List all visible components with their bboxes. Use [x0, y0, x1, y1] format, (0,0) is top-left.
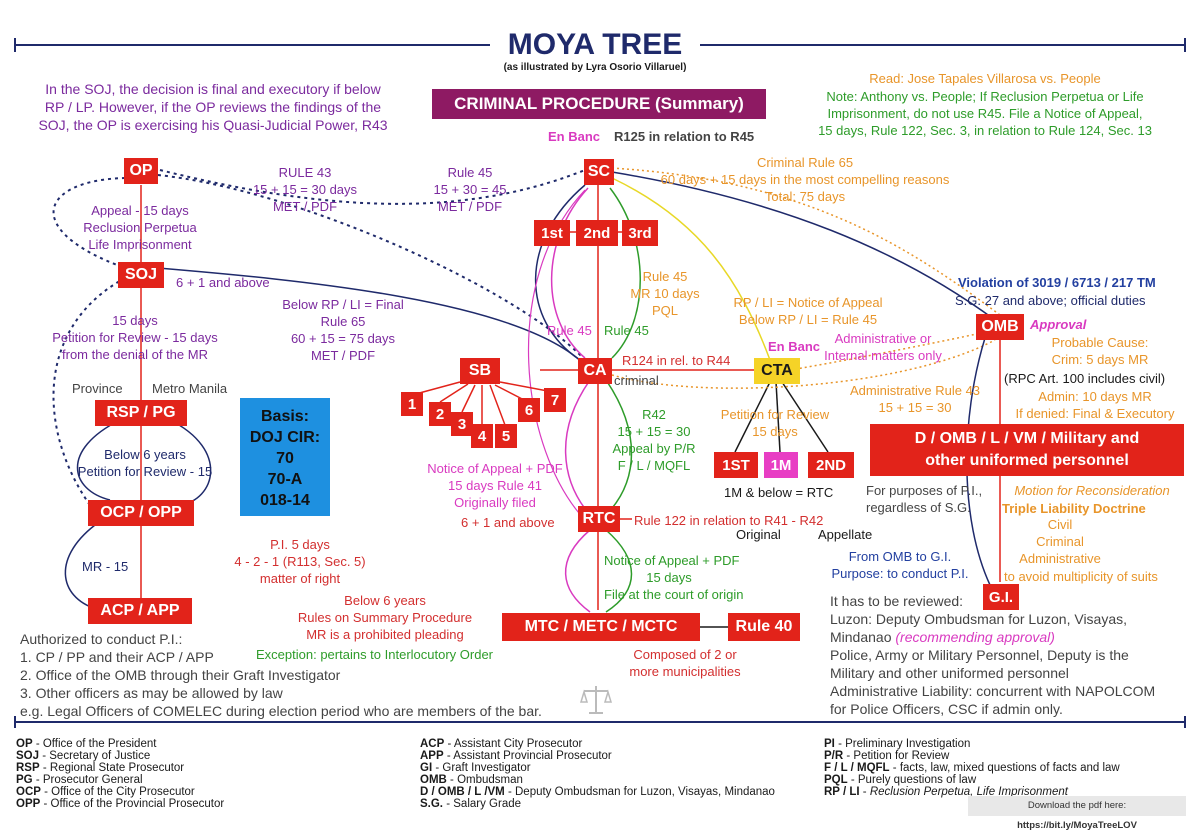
en-banc-cta-label: En Banc [768, 339, 821, 354]
one-m-below-note: 1M & below = RTC [724, 485, 834, 500]
download-banner: Download the pdf here: https://bit.ly/Mo… [968, 796, 1186, 831]
node-cta-1m: 1M [764, 452, 798, 478]
multiplicity-note: to avoid multiplicity of suits [1004, 569, 1158, 584]
download-link[interactable]: https://bit.ly/MoyaTreeLOV [1017, 820, 1137, 831]
sg27-note: S.G. 27 and above; official duties [955, 293, 1146, 308]
read-note: Read: Jose Tapales Villarosa vs. People [869, 71, 1101, 86]
review-note: It has to be reviewed:Luzon: Deputy Ombu… [830, 593, 1156, 717]
from-omb-note: From OMB to G.I.Purpose: to conduct P.I. [831, 549, 969, 581]
probable-cause-note: Probable Cause:Crim: 5 days MR [1051, 335, 1149, 367]
node-rsp-pg: RSP / PG [95, 400, 187, 426]
node-sc-division-3: 3rd [622, 220, 658, 246]
legend-column-2: ACP - Assistant City Prosecutor APP - As… [420, 738, 775, 810]
en-banc-sc-label: En Banc [548, 129, 601, 144]
soj-final-note: In the SOJ, the decision is final and ex… [38, 81, 388, 133]
original-label: Original [736, 527, 781, 542]
purposes-pi-note: For purposes of P.I.,regardless of S.G. [866, 483, 983, 515]
scales-of-justice-icon [578, 682, 614, 718]
node-acp-app: ACP / APP [88, 598, 192, 624]
node-sb-division-2: 2 [429, 402, 451, 426]
page-subtitle: (as illustrated by Lyra Osorio Villaruel… [503, 62, 687, 73]
node-rtc: RTC [578, 506, 620, 532]
node-sc: SC [584, 159, 614, 185]
six-plus-one-rtc-note: 6 + 1 and above [461, 515, 555, 530]
summary-banner: CRIMINAL PROCEDURE (Summary) [432, 89, 766, 119]
node-sb-division-1: 1 [401, 392, 423, 416]
motion-reconsideration-note: Motion for Reconsideration [1014, 483, 1170, 498]
rpc-art-note: (RPC Art. 100 includes civil) [1004, 371, 1166, 386]
node-sc-division-1: 1st [534, 220, 570, 246]
six-plus-one-note: 6 + 1 and above [176, 275, 270, 290]
appellate-label: Appellate [818, 527, 873, 542]
mr-15-note: MR - 15 [82, 559, 129, 574]
anthony-note: Note: Anthony vs. People; If Reclusion P… [818, 89, 1152, 138]
rule-45-pink-label: Rule 45 [547, 323, 592, 338]
exception-note: Exception: pertains to Interlocutory Ord… [256, 647, 494, 662]
recommending-approval-label: (recommending approval) [895, 629, 1055, 645]
rule-45-green-label: Rule 45 [604, 323, 649, 338]
node-rule-40: Rule 40 [728, 613, 800, 641]
node-ca: CA [578, 358, 612, 384]
node-sb-division-3: 3 [451, 412, 473, 436]
page-title: MOYA TREE [507, 28, 683, 61]
node-sb-division-5: 5 [495, 424, 517, 448]
r125-label: R125 in relation to R45 [614, 129, 755, 144]
violation-note: Violation of 3019 / 6713 / 217 TM [958, 275, 1156, 290]
metro-manila-label: Metro Manila [152, 381, 228, 396]
node-sb: SB [460, 358, 500, 384]
node-cta: CTA [754, 358, 800, 384]
criminal-label: criminal [614, 373, 659, 388]
r124-label: R124 in rel. to R44 [622, 353, 731, 368]
node-omb: OMB [976, 314, 1024, 340]
node-sb-division-6: 6 [518, 398, 540, 422]
node-op: OP [124, 158, 158, 184]
legend-column-3: PI - Preliminary Investigation P/R - Pet… [824, 738, 1120, 798]
node-sb-division-7: 7 [544, 388, 566, 412]
node-gi: G.I. [983, 584, 1019, 610]
approval-label: Approval [1030, 317, 1087, 332]
node-cta-division-1st: 1ST [714, 452, 758, 478]
node-mtc: MTC / METC / MCTC [502, 613, 700, 641]
node-sb-division-4: 4 [471, 424, 493, 448]
legend-column-1: OP - Office of the President SOJ - Secre… [16, 738, 225, 810]
rule-122-note: Rule 122 in relation to R41 - R42 [634, 513, 824, 528]
node-soj: SOJ [118, 262, 164, 288]
authorized-pi-list: Authorized to conduct P.I.:1. CP / PP an… [20, 631, 542, 719]
node-ocp-opp: OCP / OPP [88, 500, 194, 526]
node-sc-division-2: 2nd [576, 220, 618, 246]
triple-liability-note: Triple Liability Doctrine [1002, 501, 1146, 516]
node-cta-division-2nd: 2ND [808, 452, 854, 478]
province-label: Province [72, 381, 123, 396]
